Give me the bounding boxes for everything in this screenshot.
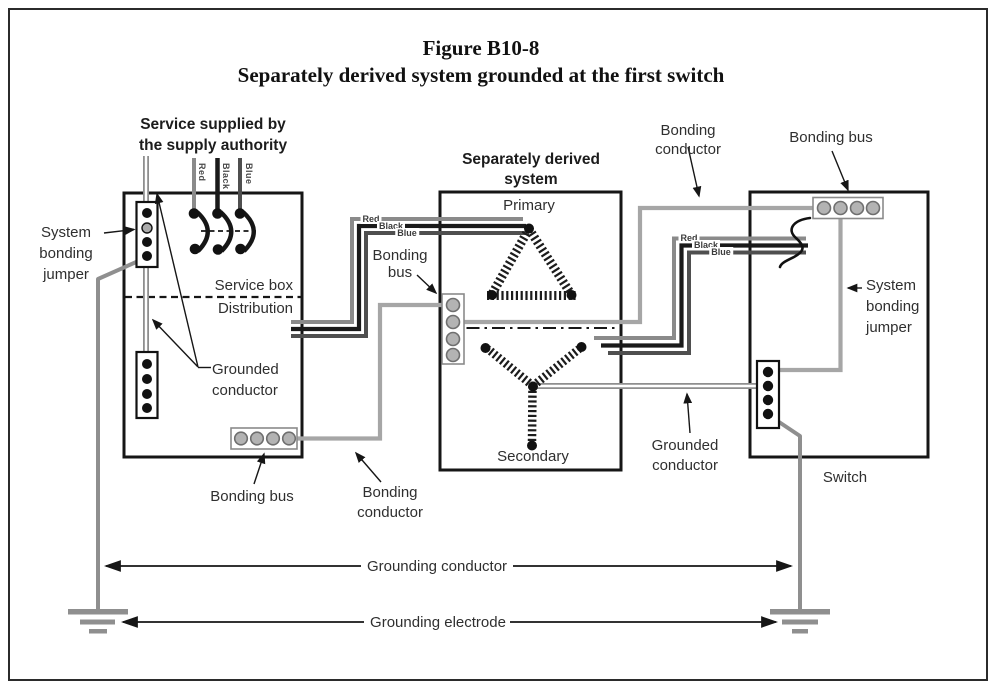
bonding-bus-sds-label: Bonding bus — [372, 247, 428, 281]
phase-bundle-service-to-primary — [291, 217, 529, 338]
bundle1-blue-tag: Blue — [395, 228, 419, 238]
switch-terminal-strip — [755, 359, 781, 430]
bonding-bus-switch-symbol — [812, 196, 884, 220]
grounded-conductor-right-label: Grounded conductor — [651, 437, 719, 474]
leader-arrows — [103, 146, 862, 485]
service-supply-label: Service supplied by the supply authority — [138, 116, 288, 154]
bonding-conductor-switch-label: Bonding conductor — [655, 122, 721, 158]
supply-wire-blue-label: Blue — [244, 163, 254, 185]
bundle1-red-tag: Red — [360, 214, 382, 224]
conductor-break-squiggle — [778, 216, 812, 269]
system-bonding-jumper-right-wire — [769, 212, 843, 373]
switch-label: Switch — [822, 469, 868, 486]
service-switch-symbol — [188, 208, 256, 255]
bonding-conductor-service-to-sds — [294, 302, 446, 441]
service-box-outline — [122, 191, 304, 459]
bonding-bus-switch-label: Bonding bus — [789, 129, 873, 146]
bonding-bus-service-symbol — [230, 427, 298, 450]
grounded-conductor-left-label: Grounded conductor — [212, 361, 279, 399]
system-bonding-jumper-right-label: System bonding jumper — [866, 277, 920, 336]
supply-wire-red-label: Red — [197, 163, 207, 182]
wye-winding-secondary — [480, 342, 587, 451]
supply-phase-wires — [192, 158, 242, 210]
supply-wire-black-label: Black — [221, 163, 231, 190]
bonding-conductor-service-label: Bonding conductor — [357, 484, 423, 521]
ground-symbol-left — [68, 609, 128, 634]
ground-symbol-right — [770, 609, 830, 634]
figure-number: Figure B10-8 — [422, 36, 540, 60]
neutral-terminal-strip-lower — [135, 350, 159, 420]
primary-label: Primary — [503, 197, 555, 214]
grounding-conductor-label: Grounding conductor — [366, 558, 508, 575]
bundle2-blue-tag: Blue — [709, 247, 733, 257]
bundle2-red-tag: Red — [678, 233, 700, 243]
bonding-bus-service-label: Bonding bus — [210, 488, 294, 505]
grounding-annotation-arrows — [103, 560, 794, 628]
bundle1-black-tag: Black — [376, 221, 406, 231]
bundle2-black-tag: Black — [691, 240, 721, 250]
distribution-label: Distribution — [217, 300, 293, 317]
secondary-label: Secondary — [497, 448, 569, 465]
grounding-conductor-right-wire — [768, 414, 802, 609]
grounding-conductor-left-wire — [96, 257, 144, 609]
grounding-electrode-label: Grounding electrode — [370, 614, 506, 631]
service-box-label: Service box — [214, 277, 293, 294]
neutral-terminal-strip-upper — [135, 200, 159, 269]
system-bonding-jumper-left-label: System bonding jumper — [39, 224, 93, 283]
page-border — [8, 8, 988, 681]
bonding-conductor-sds-to-switch — [453, 205, 814, 325]
switch-box-outline — [748, 190, 930, 459]
figure-title: Separately derived system grounded at th… — [237, 63, 725, 87]
sds-title-label: Separately derived system — [462, 151, 600, 188]
phase-bundle-secondary-to-switch — [594, 236, 808, 355]
separately-derived-system-outline — [438, 190, 623, 472]
delta-winding-primary — [487, 223, 577, 300]
bonding-bus-sds-symbol — [441, 293, 465, 365]
